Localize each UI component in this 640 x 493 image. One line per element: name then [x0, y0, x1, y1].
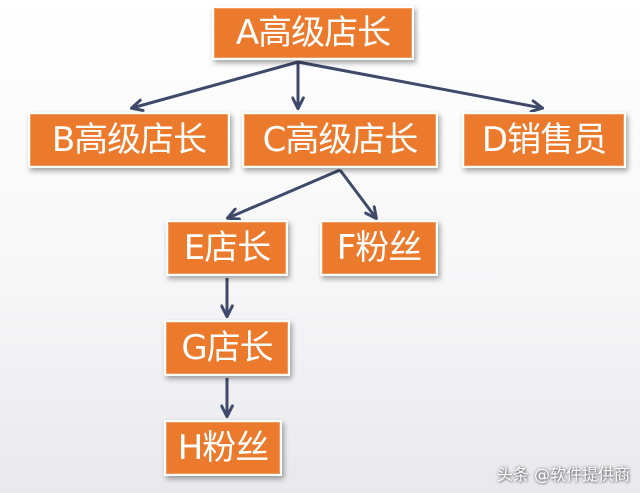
node-c-senior-store-manager: C高级店长 [242, 112, 438, 168]
node-d-label: D销售员 [481, 120, 607, 160]
arrow-a-to-d [297, 60, 542, 108]
node-f-label: F粉丝 [336, 228, 423, 268]
node-h-label: H粉丝 [177, 428, 270, 468]
arrow-a-to-b [132, 60, 299, 108]
watermark-text: 头条 @软件提供商 [496, 465, 630, 484]
node-h-fan: H粉丝 [164, 420, 282, 476]
node-c-label: C高级店长 [262, 120, 419, 160]
node-b-label: B高级店长 [51, 120, 207, 160]
node-a-senior-store-manager: A高级店长 [212, 6, 414, 60]
arrow-c-to-f [338, 169, 376, 218]
node-g-label: G店长 [181, 328, 273, 368]
node-e-label: E店长 [183, 228, 271, 268]
node-a-label: A高级店长 [235, 13, 391, 53]
node-d-salesperson: D销售员 [462, 112, 626, 168]
node-g-store-manager: G店长 [164, 320, 290, 376]
node-f-fan: F粉丝 [320, 220, 438, 276]
node-b-senior-store-manager: B高级店长 [28, 112, 230, 168]
arrow-c-to-e [228, 168, 341, 218]
node-e-store-manager: E店长 [166, 220, 288, 276]
